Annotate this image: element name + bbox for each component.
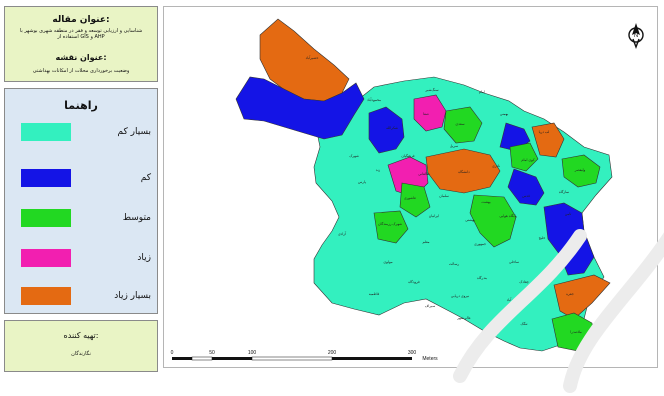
legend-label-very-low: بسیار کم xyxy=(117,127,151,137)
legend-swatch-low xyxy=(21,169,71,187)
legend-label-high: زیاد xyxy=(137,253,151,263)
region-northwest-low xyxy=(235,76,365,140)
map-label: خلیج xyxy=(539,235,546,240)
north-arrow-icon: N xyxy=(628,23,644,49)
credit-panel: تهیه کننده: نگارندگان xyxy=(4,320,158,372)
map-label: فرودگاه xyxy=(408,279,420,284)
map-label: فاطمیه xyxy=(369,291,380,296)
map-label: ولیعصر xyxy=(574,167,586,172)
map-subtitle: وضعیت برخورداری محلات از امکانات بهداشتی xyxy=(32,68,130,74)
map-label: سنگ‌شیر xyxy=(424,87,439,92)
map-label: ثامن xyxy=(565,211,572,216)
legend-label-low: کم xyxy=(140,173,151,183)
region-high-1 xyxy=(413,94,447,132)
map-label: لب دریا xyxy=(539,129,550,134)
legend-panel: راهنما بسیار کم کم متوسط زیاد بسیار زیاد xyxy=(4,88,158,314)
map-label: جفره xyxy=(566,292,575,296)
legend-swatch-medium xyxy=(21,209,71,227)
map-label: شکرالله xyxy=(386,125,399,130)
legend-swatch-very-low xyxy=(21,123,71,141)
map-label: جمهوری xyxy=(474,242,487,246)
map-label: نادری xyxy=(492,163,500,168)
map-label: بهشت xyxy=(481,200,490,204)
map-label: کارگر xyxy=(489,331,498,336)
map-label: سیراف xyxy=(425,303,437,308)
legend-label-medium: متوسط xyxy=(122,213,151,223)
region-medium-1 xyxy=(443,106,483,144)
map-title: عنوان نقشه: xyxy=(55,53,107,62)
region-east-low xyxy=(507,168,545,206)
map-label: شیرینو xyxy=(550,260,562,264)
map-label: شهرک رزمندگان xyxy=(378,221,403,226)
map-label: زند xyxy=(376,168,381,172)
scale-unit: Meters xyxy=(422,356,438,362)
map-label: معلم xyxy=(422,239,429,244)
legend-title: راهنما xyxy=(64,99,98,112)
scale-tick: 200 xyxy=(328,350,337,356)
map-label: حصیرآباد xyxy=(306,55,320,60)
map-label: طالقانی xyxy=(418,171,430,176)
map-label: قدس xyxy=(522,194,530,198)
region-very-high-center xyxy=(425,148,501,194)
map-label: نمازگاه xyxy=(559,189,569,194)
legend-swatch-very-high xyxy=(21,287,71,305)
scale-tick: 300 xyxy=(408,350,417,356)
title-panel: عنوان مقاله: شناسایی و ارزیابی توسعه و ف… xyxy=(4,6,158,82)
credit-value: نگارندگان xyxy=(71,351,91,357)
map-label: بهشتی xyxy=(465,218,475,222)
map-label: عاشوری xyxy=(404,195,416,200)
map-label: ساحلی xyxy=(509,259,520,264)
map-label: ملاصدرا xyxy=(570,329,582,334)
legend-swatch-high xyxy=(21,249,71,267)
scale-tick: 0 xyxy=(171,350,174,356)
map-label: کوی امام xyxy=(521,157,535,162)
map-label: سرپل xyxy=(450,143,460,148)
region-medium-5 xyxy=(509,142,539,172)
map-label: فرهنگیان xyxy=(401,153,414,158)
article-title: عنوان مقاله: xyxy=(52,15,110,25)
map-label: آزادی xyxy=(338,231,347,236)
map-label: محمودآباد xyxy=(367,97,381,102)
region-medium-6 xyxy=(561,154,601,188)
scale-tick: 100 xyxy=(248,350,257,356)
map-label: بهمنی xyxy=(500,112,509,116)
map-label: ایرانیان xyxy=(429,213,440,218)
map-label: چغادک xyxy=(519,279,529,284)
map-frame: حصیرآباد محمودآباد سنگ‌شیر امام شکرالله … xyxy=(163,6,658,368)
map-label: امام xyxy=(479,89,485,94)
map-label: بندرگاه xyxy=(477,275,487,280)
map-label: عالی‌شهر xyxy=(456,315,471,320)
credit-label: تهیه کننده: xyxy=(63,331,99,340)
map-label: سلمان xyxy=(439,193,450,198)
map-label: پایگاه هوایی xyxy=(499,213,516,218)
region-medium-3 xyxy=(373,210,409,244)
map-label: نیروی دریایی xyxy=(451,293,470,298)
region-very-high-east xyxy=(531,122,565,158)
map-label: پارس xyxy=(358,179,366,184)
legend-label-very-high: بسیار زیاد xyxy=(114,291,151,301)
map-label: تنگک xyxy=(520,321,527,326)
map-label: مولوی xyxy=(383,259,392,264)
neighborhood-map: حصیرآباد محمودآباد سنگ‌شیر امام شکرالله … xyxy=(171,18,644,362)
map-label: شهرک xyxy=(349,153,360,158)
svg-text:N: N xyxy=(634,33,638,39)
region-medium-2 xyxy=(399,182,431,218)
map-label: سبزآباد xyxy=(507,297,519,302)
scale-bar: 0 50 100 200 300 Meters xyxy=(171,350,439,362)
map-label: صفا xyxy=(423,111,430,116)
map-label: رسالت xyxy=(449,261,460,266)
region-center-low-1 xyxy=(368,106,405,154)
map-label: سعدی xyxy=(455,122,465,126)
scale-tick: 50 xyxy=(209,350,215,356)
article-subtitle: شناسایی و ارزیابی توسعه و فقر در منطقه ش… xyxy=(19,28,143,40)
map-label: دانشگاه xyxy=(458,169,470,174)
